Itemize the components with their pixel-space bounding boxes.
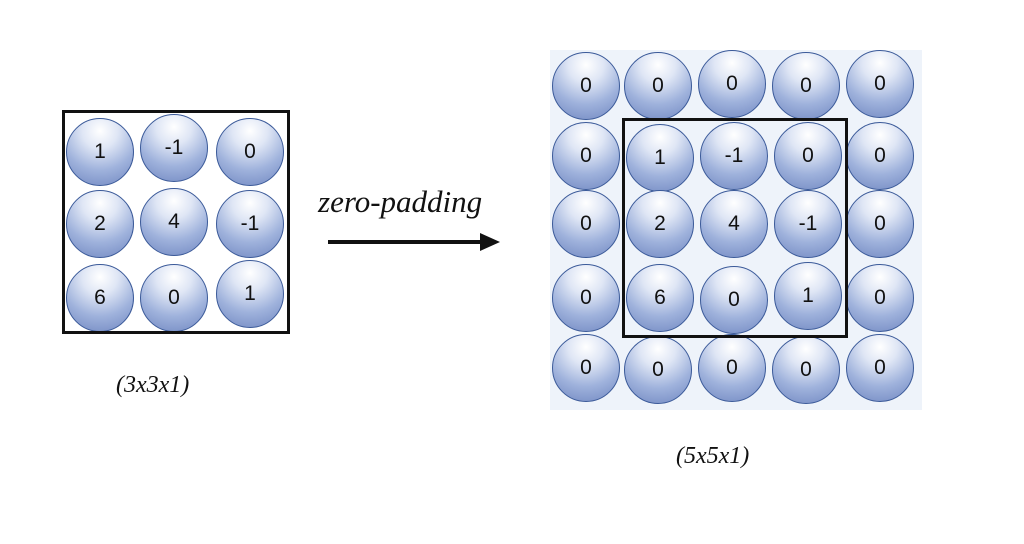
input-cell: 0 bbox=[140, 264, 208, 332]
output-cell: 1 bbox=[626, 124, 694, 192]
padding-cell: 0 bbox=[624, 336, 692, 404]
output-cell: 1 bbox=[774, 262, 842, 330]
output-cell: 0 bbox=[774, 122, 842, 190]
output-cell: 2 bbox=[626, 190, 694, 258]
output-cell: 6 bbox=[626, 264, 694, 332]
padding-cell: 0 bbox=[552, 334, 620, 402]
output-shape-label: (5x5x1) bbox=[676, 443, 750, 469]
padding-cell: 0 bbox=[846, 122, 914, 190]
output-cell: -1 bbox=[700, 122, 768, 190]
input-cell: 1 bbox=[216, 260, 284, 328]
input-cell: 1 bbox=[66, 118, 134, 186]
padding-cell: 0 bbox=[624, 52, 692, 120]
padding-cell: 0 bbox=[846, 264, 914, 332]
padding-cell: 0 bbox=[552, 122, 620, 190]
padding-cell: 0 bbox=[772, 52, 840, 120]
padding-cell: 0 bbox=[846, 50, 914, 118]
input-cell: 4 bbox=[140, 188, 208, 256]
padding-cell: 0 bbox=[698, 50, 766, 118]
output-cell: -1 bbox=[774, 190, 842, 258]
input-cell: 0 bbox=[216, 118, 284, 186]
arrow-right-icon bbox=[328, 233, 500, 251]
input-cell: -1 bbox=[140, 114, 208, 182]
padding-cell: 0 bbox=[846, 190, 914, 258]
input-cell: -1 bbox=[216, 190, 284, 258]
input-matrix: 1 -1 0 2 4 -1 6 0 1 bbox=[62, 110, 290, 334]
input-cell: 6 bbox=[66, 264, 134, 332]
output-matrix: 0 0 0 0 0 0 1 -1 0 0 0 2 4 -1 0 0 6 0 1 … bbox=[550, 50, 922, 410]
padding-cell: 0 bbox=[698, 334, 766, 402]
padding-cell: 0 bbox=[552, 52, 620, 120]
output-cell: 4 bbox=[700, 190, 768, 258]
output-cell: 0 bbox=[700, 266, 768, 334]
padding-cell: 0 bbox=[552, 190, 620, 258]
operation-label: zero-padding bbox=[318, 184, 483, 219]
padding-cell: 0 bbox=[846, 334, 914, 402]
padding-cell: 0 bbox=[772, 336, 840, 404]
padding-cell: 0 bbox=[552, 264, 620, 332]
input-cell: 2 bbox=[66, 190, 134, 258]
input-shape-label: (3x3x1) bbox=[116, 372, 190, 398]
